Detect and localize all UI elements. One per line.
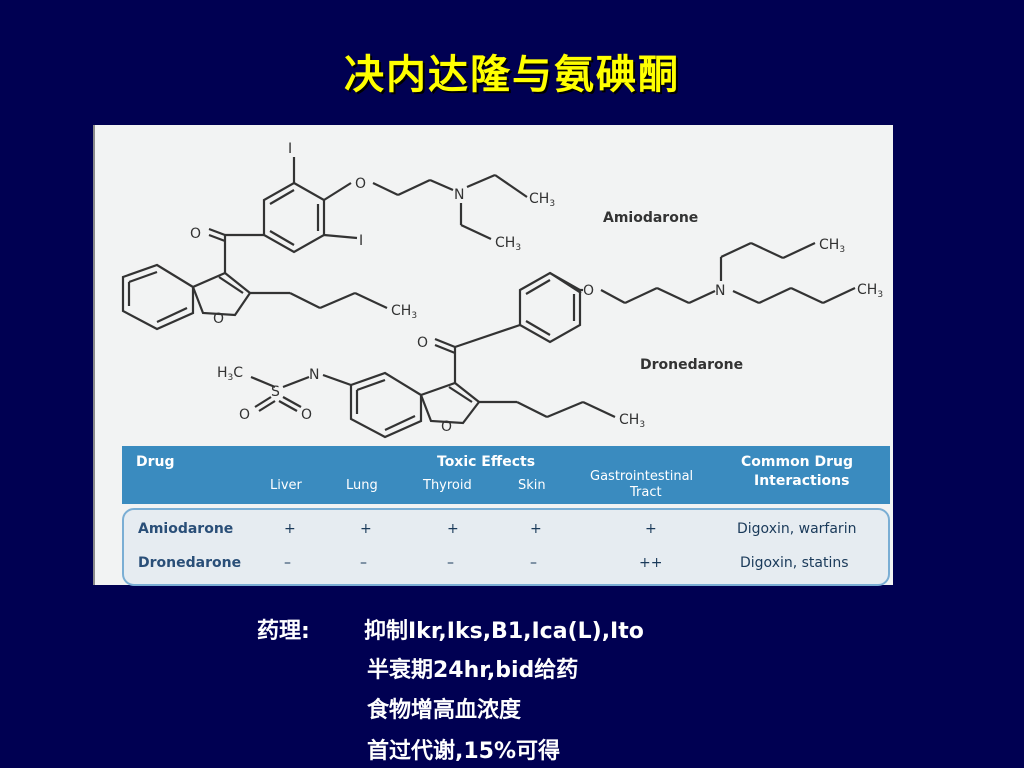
methyl-label: CH3 [529,191,555,209]
methyl-h3c-label: H3C [217,365,243,383]
header-toxic-effects: Toxic Effects [437,454,536,470]
row-dronedarone-liver: – [284,555,291,571]
amine-nitrogen-label: N [454,187,464,203]
slide-title: 决内达隆与氨碘酮 [344,52,680,98]
methyl-label: CH3 [619,412,645,430]
sulfonyl-oxygen-label: O [239,407,250,423]
ether-oxygen-label: O [583,283,594,299]
row-dronedarone-gi: ++ [639,555,663,571]
header-drug: Drug [136,454,175,470]
header-lung: Lung [346,478,378,493]
sulfur-label: S [271,384,280,400]
row-dronedarone-interactions: Digoxin, statins [740,555,849,571]
ether-oxygen-label: O [355,176,366,192]
amiodarone-structure: I I O N O O CH3 CH3 CH3 Amiodarone [121,141,698,331]
furan-oxygen-label: O [441,419,452,435]
header-liver: Liver [270,478,302,493]
header-skin: Skin [518,478,546,493]
header-interactions-line2: Interactions [754,473,850,489]
notes-line-1: 抑制Ikr,Iks,B1,Ica(L),Ito [364,619,644,644]
table-header: Drug Toxic Effects Common Drug Interacti… [122,446,890,504]
table-body: Amiodarone + + + + + Digoxin, warfarin D… [122,508,890,586]
amine-nitrogen-label: N [715,283,725,299]
methyl-label: CH3 [391,303,417,321]
carbonyl-oxygen-label: O [190,226,201,242]
row-dronedarone-drug: Dronedarone [138,555,242,571]
iodine-lower-label: I [359,233,363,249]
row-dronedarone-thyroid: – [447,555,454,571]
methyl-label: CH3 [819,237,845,255]
header-gi-line1: Gastrointestinal [590,469,694,484]
row-dronedarone-skin: – [530,555,537,571]
header-gi-line2: Tract [630,485,662,500]
dronedarone-name: Dronedarone [640,357,743,373]
furan-oxygen-label: O [213,311,224,327]
row-amiodarone-drug: Amiodarone [138,521,234,537]
sulfonyl-oxygen-label: O [301,407,312,423]
row-amiodarone-thyroid: + [447,521,459,537]
carbonyl-oxygen-label: O [417,335,428,351]
header-interactions-line1: Common Drug [741,454,854,470]
sulfonamide-nitrogen-label: N [309,367,319,383]
methyl-label: CH3 [495,235,521,253]
notes-line-2: 半衰期24hr,bid给药 [367,658,579,683]
iodine-top-label: I [288,141,292,157]
drug-comparison-figure: I I O N O O CH3 CH3 CH3 Amiodarone [93,125,893,586]
row-amiodarone-gi: + [645,521,657,537]
row-amiodarone-liver: + [284,521,296,537]
notes-line-3: 食物增高血浓度 [367,698,522,723]
notes-line-4: 首过代谢,15%可得 [367,739,561,764]
methyl-label: CH3 [857,282,883,300]
dronedarone-structure: O N O O N S O O H3C CH3 CH3 CH3 Dronedar… [217,237,883,439]
row-amiodarone-lung: + [360,521,372,537]
row-amiodarone-skin: + [530,521,542,537]
header-thyroid: Thyroid [423,478,472,493]
chemical-structures: I I O N O O CH3 CH3 CH3 Amiodarone [121,141,883,439]
notes-label: 药理: [257,619,310,644]
amiodarone-name: Amiodarone [603,210,698,226]
row-dronedarone-lung: – [360,555,367,571]
row-amiodarone-interactions: Digoxin, warfarin [737,521,857,537]
